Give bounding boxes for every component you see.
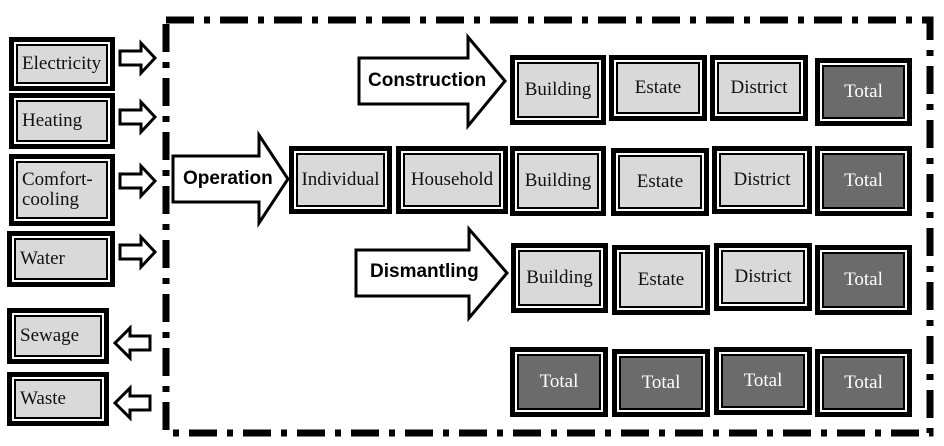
comfort-cooling-arrow — [118, 162, 158, 200]
construction-label: Construction — [368, 70, 487, 91]
dismantling-district-label: District — [734, 266, 792, 288]
operation-arrow — [171, 129, 290, 229]
operation-total-label: Total — [844, 170, 883, 192]
construction-district-label: District — [730, 77, 788, 99]
output-waste-label: Waste — [20, 388, 66, 410]
dismantling-building: Building — [511, 243, 608, 313]
input-heating-label: Heating — [22, 110, 83, 132]
construction-district: District — [710, 55, 808, 121]
waste-arrow — [112, 384, 152, 422]
dismantling-total: Total — [815, 245, 912, 315]
total-district: Total — [714, 347, 812, 415]
operation-household: Household — [396, 146, 508, 214]
operation-building: Building — [510, 146, 606, 216]
construction-building-label: Building — [524, 79, 592, 101]
total-building: Total — [510, 347, 608, 417]
input-comfort-cooling: Comfort- cooling — [9, 154, 115, 226]
operation-label: Operation — [183, 168, 273, 189]
system-boundary — [162, 16, 934, 437]
input-heating: Heating — [9, 93, 115, 149]
operation-building-label: Building — [524, 170, 592, 192]
operation-household-label: Household — [410, 169, 494, 191]
input-electricity: Electricity — [9, 37, 115, 91]
operation-total: Total — [815, 146, 912, 216]
dismantling-label: Dismantling — [370, 261, 479, 282]
construction-arrow — [357, 32, 507, 131]
total-grand: Total — [815, 349, 912, 417]
operation-district: District — [712, 146, 812, 214]
operation-estate: Estate — [611, 148, 709, 216]
construction-building: Building — [510, 55, 606, 125]
operation-district-label: District — [733, 169, 791, 191]
total-grand-label: Total — [844, 372, 883, 394]
total-building-label: Total — [539, 371, 579, 393]
input-water: Water — [7, 231, 115, 287]
construction-estate: Estate — [609, 55, 707, 121]
output-sewage-label: Sewage — [20, 325, 80, 347]
dismantling-building-label: Building — [526, 267, 593, 289]
heating-arrow — [118, 98, 158, 136]
input-water-label: Water — [20, 248, 65, 270]
water-arrow — [118, 233, 158, 271]
input-comfort-cooling-label: Comfort- cooling — [22, 169, 93, 210]
operation-estate-label: Estate — [636, 171, 684, 193]
output-sewage: Sewage — [7, 308, 109, 364]
dismantling-estate-label: Estate — [637, 269, 685, 291]
dismantling-total-label: Total — [844, 269, 883, 291]
total-district-label: Total — [743, 370, 783, 392]
dismantling-district: District — [714, 243, 812, 311]
operation-individual: Individual — [289, 146, 392, 214]
construction-total-label: Total — [844, 81, 883, 103]
sewage-arrow — [112, 324, 152, 362]
operation-individual-label: Individual — [301, 169, 380, 191]
total-estate: Total — [612, 349, 710, 417]
output-waste: Waste — [7, 372, 109, 426]
construction-total: Total — [815, 58, 912, 126]
input-electricity-label: Electricity — [22, 53, 102, 75]
total-estate-label: Total — [641, 372, 681, 394]
dismantling-estate: Estate — [612, 245, 710, 315]
construction-estate-label: Estate — [634, 77, 682, 99]
electricity-arrow — [118, 39, 158, 77]
dismantling-arrow — [354, 224, 509, 323]
